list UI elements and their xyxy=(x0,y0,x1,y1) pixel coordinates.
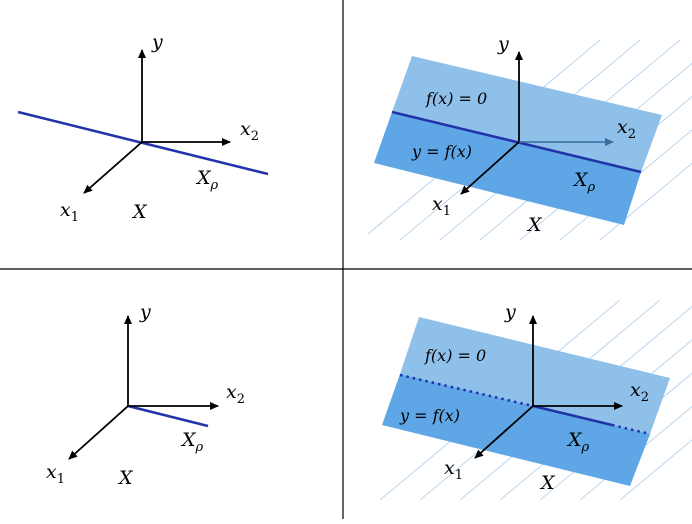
xrho-line xyxy=(532,404,613,427)
x2-label: x2 xyxy=(226,381,245,407)
y-label: y xyxy=(139,301,151,323)
panel-top-left: y x2 x1 X Xρ xyxy=(17,31,269,225)
y-eq-f-label: y = f(x) xyxy=(411,142,472,161)
space-x-label: X xyxy=(117,467,134,489)
xrho-label: Xρ xyxy=(566,429,590,455)
space-x-label: X xyxy=(131,201,148,223)
plane-lower xyxy=(374,112,641,225)
x1-axis xyxy=(474,405,534,459)
plane-upper xyxy=(400,317,670,434)
x1-axis xyxy=(83,141,143,194)
f-zero-label: f(x) = 0 xyxy=(425,89,487,108)
x2-label: x2 xyxy=(630,379,649,405)
x1-label: x1 xyxy=(444,457,463,483)
xrho-label: Xρ xyxy=(195,167,219,193)
panel-bottom-right: y x2 x1 X Xρ f(x) = 0 y = f(x) xyxy=(379,299,692,501)
space-x-label: X xyxy=(539,472,556,494)
x1-label: x1 xyxy=(46,461,65,487)
xrho-line xyxy=(391,110,642,174)
plane-lower xyxy=(382,374,650,486)
f-zero-label: f(x) = 0 xyxy=(424,346,486,365)
x2-label: x2 xyxy=(240,118,259,144)
x1-label: x1 xyxy=(432,193,451,219)
x2-label: x2 xyxy=(617,116,636,142)
panel-bottom-left: y x2 x1 X Xρ xyxy=(46,301,245,489)
panel-top-right: y x2 x1 X Xρ f(x) = 0 y = f(x) xyxy=(367,33,692,241)
x1-axis xyxy=(68,405,129,460)
xrho-line xyxy=(17,110,269,176)
xrho-label: Xρ xyxy=(572,169,596,195)
plane-upper xyxy=(392,56,662,172)
space-x-label: X xyxy=(526,214,543,236)
xrho-label: Xρ xyxy=(180,429,204,455)
y-label: y xyxy=(151,31,163,53)
y-eq-f-label: y = f(x) xyxy=(399,406,460,425)
x1-axis xyxy=(460,141,520,195)
x1-label: x1 xyxy=(60,199,79,225)
y-label: y xyxy=(497,33,509,55)
y-label: y xyxy=(504,301,516,323)
xrho-line xyxy=(127,404,209,428)
xrho-dotted-right xyxy=(611,423,651,436)
